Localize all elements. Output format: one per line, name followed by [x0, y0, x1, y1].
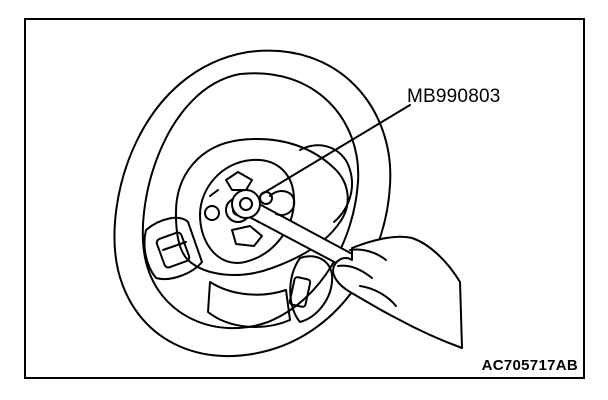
figure-id-label: AC705717AB [481, 357, 578, 374]
right-spoke [289, 255, 334, 323]
tool-callout-label: MB990803 [407, 86, 501, 107]
left-spoke [143, 216, 203, 280]
hand [332, 235, 463, 349]
special-tool-head [231, 189, 261, 219]
wheel-rim-outer [113, 49, 392, 358]
hub-cover [174, 138, 349, 276]
right-wing [299, 144, 353, 223]
left-switch-pad [155, 231, 191, 269]
wheel-rim-inner [141, 72, 360, 330]
lower-spoke [207, 281, 291, 328]
callout-leader [261, 104, 411, 195]
right-switch-pad [288, 276, 312, 308]
